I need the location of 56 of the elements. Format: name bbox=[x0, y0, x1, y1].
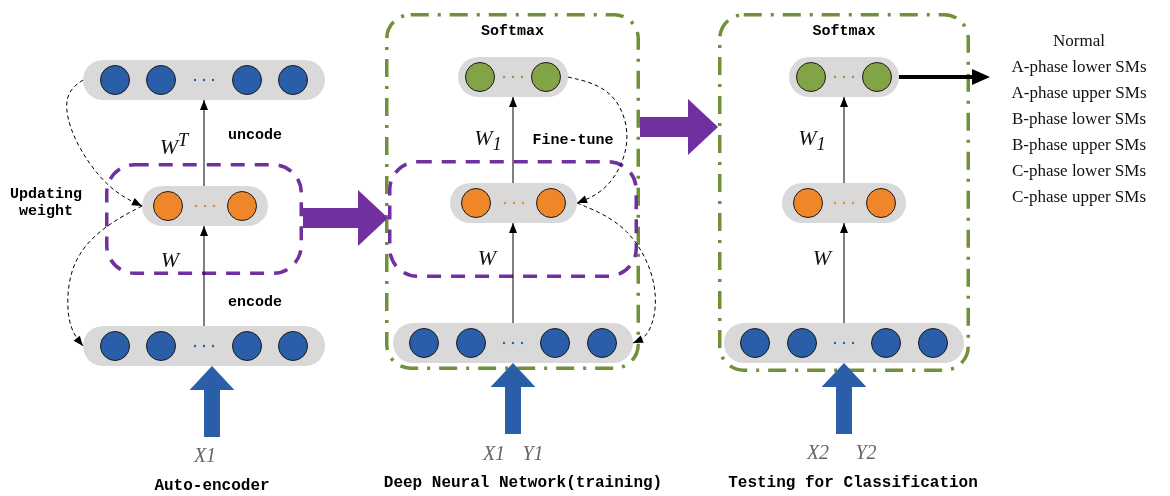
block-arrow bbox=[490, 363, 536, 434]
panel-caption: Testing for Classification bbox=[728, 474, 978, 492]
panel-caption: Auto-encoder bbox=[154, 477, 270, 495]
step-label: encode bbox=[228, 293, 282, 311]
class-label: B-phase upper SMs bbox=[1010, 134, 1148, 156]
class-label: B-phase lower SMs bbox=[1010, 108, 1148, 130]
arrow bbox=[840, 222, 848, 324]
step-label: Fine-tune bbox=[532, 131, 614, 149]
dashed-group-frame bbox=[388, 160, 638, 278]
arrow bbox=[509, 96, 517, 184]
layer-heading: Softmax bbox=[811, 23, 877, 40]
arrow bbox=[200, 99, 208, 187]
neuron-layer bbox=[83, 326, 325, 366]
neuron-layer bbox=[142, 186, 268, 226]
weight-label: W$_{1}$ bbox=[474, 124, 502, 156]
class-label: C-phase lower SMs bbox=[1010, 160, 1148, 182]
block-arrow bbox=[189, 366, 235, 437]
dashed-group-frame bbox=[105, 163, 303, 275]
arrow bbox=[509, 222, 517, 324]
annotation: Updating weight bbox=[9, 186, 83, 220]
panel-caption: Deep Neural Network(training) bbox=[383, 474, 663, 492]
neuron-layer bbox=[724, 323, 964, 363]
layer-heading: Softmax bbox=[480, 23, 545, 40]
neuron-layer bbox=[458, 57, 568, 97]
weight-label: W bbox=[477, 245, 497, 271]
input-variable: X1 bbox=[193, 443, 217, 467]
neuron-layer bbox=[782, 183, 906, 223]
block-arrow bbox=[899, 69, 990, 85]
input-variable: X2 bbox=[806, 440, 830, 464]
input-variable: Y2 bbox=[855, 440, 877, 464]
weight-label: W bbox=[160, 247, 180, 273]
neuron-layer bbox=[450, 183, 577, 223]
dashed-arrow bbox=[67, 205, 143, 347]
input-variable: Y1 bbox=[522, 441, 544, 465]
input-variable: X1 bbox=[482, 441, 506, 465]
neuron-layer bbox=[83, 60, 325, 100]
step-label: uncode bbox=[228, 126, 282, 144]
weight-label: W$_{1}$ bbox=[798, 124, 826, 156]
neuron-layer bbox=[393, 323, 633, 363]
dashed-arrow bbox=[576, 202, 656, 344]
block-arrow bbox=[640, 99, 718, 155]
class-label: A-phase lower SMs bbox=[1010, 56, 1148, 78]
class-label: A-phase upper SMs bbox=[1010, 82, 1148, 104]
arrow bbox=[840, 96, 848, 184]
neuron-layer bbox=[789, 57, 899, 97]
block-arrow bbox=[303, 190, 388, 246]
weight-label: W$^{T}$ bbox=[159, 129, 189, 161]
arrow bbox=[200, 225, 208, 327]
class-label: Normal bbox=[1052, 30, 1106, 52]
network-frame bbox=[718, 13, 970, 372]
network-frame bbox=[385, 13, 640, 370]
dashed-arrow bbox=[66, 79, 143, 207]
block-arrow bbox=[821, 363, 867, 434]
class-label: C-phase upper SMs bbox=[1010, 186, 1148, 208]
dashed-arrow bbox=[567, 76, 628, 204]
weight-label: W bbox=[812, 245, 832, 271]
